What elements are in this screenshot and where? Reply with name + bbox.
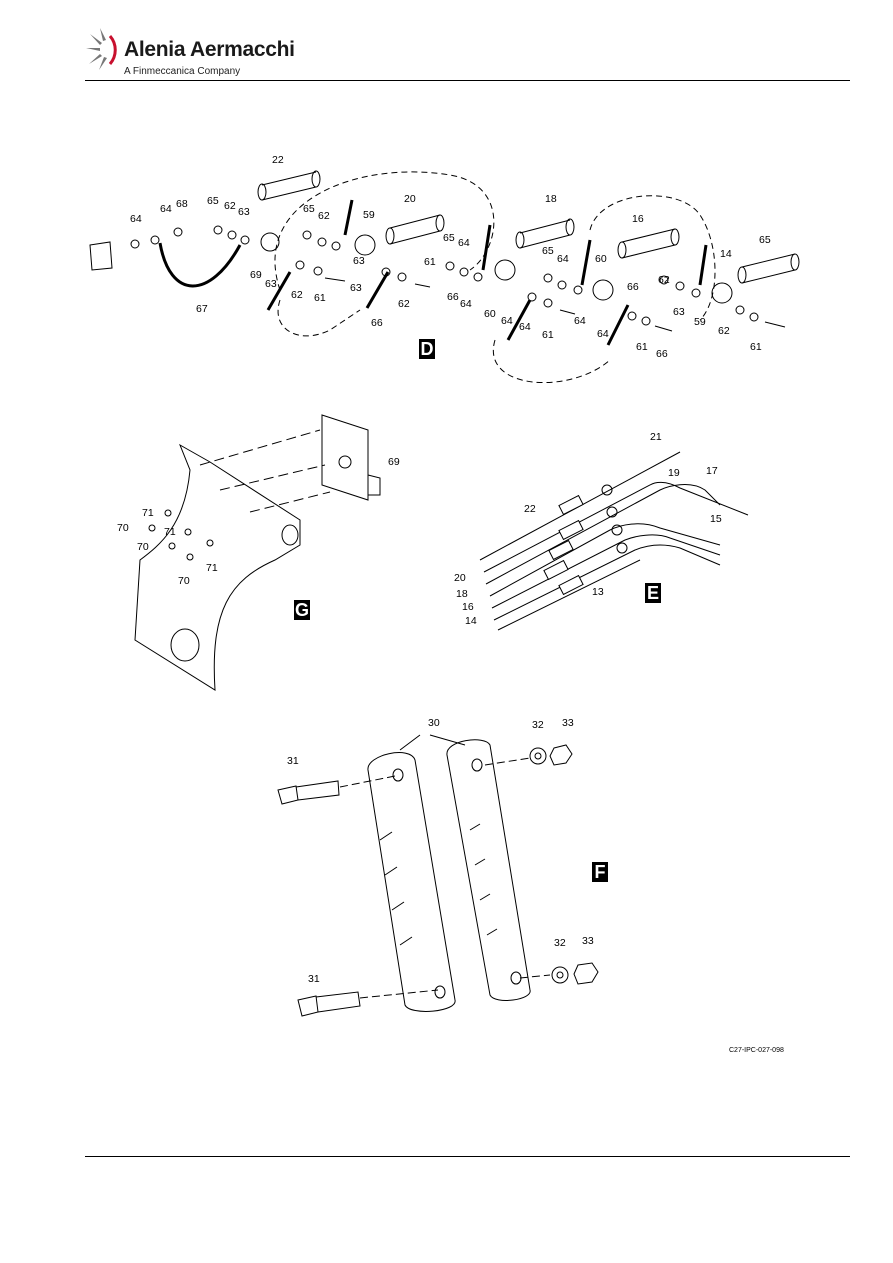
view-g-drawing bbox=[134, 414, 381, 691]
item-number-label: 31 bbox=[287, 755, 299, 767]
item-number-label: 70 bbox=[137, 541, 149, 553]
item-number-label: 60 bbox=[595, 253, 607, 265]
item-number-label: 62 bbox=[718, 325, 730, 337]
item-number-label: 61 bbox=[750, 341, 762, 353]
item-number-label: 30 bbox=[428, 717, 440, 729]
item-number-label: 21 bbox=[650, 431, 662, 443]
item-number-label: 19 bbox=[668, 467, 680, 479]
item-number-label: 62 bbox=[291, 289, 303, 301]
item-number-label: 67 bbox=[196, 303, 208, 315]
item-number-label: 22 bbox=[272, 154, 284, 166]
footer-rule bbox=[85, 1156, 850, 1157]
item-number-label: 65 bbox=[303, 203, 315, 215]
item-number-label: 68 bbox=[176, 198, 188, 210]
item-number-label: 60 bbox=[484, 308, 496, 320]
view-e-drawing bbox=[479, 451, 749, 631]
item-number-label: 66 bbox=[627, 281, 639, 293]
brand-tagline: A Finmeccanica Company bbox=[124, 66, 241, 77]
item-number-label: 18 bbox=[545, 193, 557, 205]
item-number-label: 61 bbox=[636, 341, 648, 353]
item-number-label: 63 bbox=[350, 282, 362, 294]
view-f-labels: 30 32 33 31 32 33 31 bbox=[287, 717, 594, 985]
item-number-label: 65 bbox=[207, 195, 219, 207]
item-number-label: 64 bbox=[160, 203, 172, 215]
page-header: Alenia Aermacchi A Finmeccanica Company bbox=[0, 0, 893, 82]
item-number-label: 59 bbox=[694, 316, 706, 328]
view-d-callout: D bbox=[419, 339, 435, 359]
item-number-label: 18 bbox=[456, 588, 468, 600]
item-number-label: 62 bbox=[398, 298, 410, 310]
item-number-label: 64 bbox=[574, 315, 586, 327]
item-number-label: 20 bbox=[454, 572, 466, 584]
view-f-callout: F bbox=[592, 862, 608, 882]
item-number-label: 14 bbox=[720, 248, 732, 260]
item-number-label: 64 bbox=[557, 253, 569, 265]
item-number-label: 59 bbox=[363, 209, 375, 221]
item-number-label: 33 bbox=[562, 717, 574, 729]
item-number-label: 66 bbox=[371, 317, 383, 329]
item-number-label: 70 bbox=[117, 522, 129, 534]
item-number-label: 62 bbox=[224, 200, 236, 212]
figure-reference: C27-IPC-027-098 bbox=[729, 1047, 784, 1054]
brand-name: Alenia Aermacchi bbox=[124, 38, 295, 61]
view-f-drawing bbox=[277, 734, 599, 1017]
item-number-label: 17 bbox=[706, 465, 718, 477]
item-number-label: 20 bbox=[404, 193, 416, 205]
item-number-label: 65 bbox=[542, 245, 554, 257]
item-number-label: 65 bbox=[759, 234, 771, 246]
item-number-label: 62 bbox=[318, 210, 330, 222]
item-number-label: 64 bbox=[460, 298, 472, 310]
item-number-label: 32 bbox=[532, 719, 544, 731]
item-number-label: 71 bbox=[206, 562, 218, 574]
item-number-label: 70 bbox=[178, 575, 190, 587]
item-number-label: 65 bbox=[443, 232, 455, 244]
item-number-label: 69 bbox=[388, 456, 400, 468]
header-rule bbox=[85, 80, 850, 81]
item-number-label: 64 bbox=[458, 237, 470, 249]
item-number-label: 16 bbox=[632, 213, 644, 225]
item-number-label: 66 bbox=[656, 348, 668, 360]
item-number-label: 32 bbox=[554, 937, 566, 949]
item-number-label: 71 bbox=[142, 507, 154, 519]
alenia-swoosh-logo-icon bbox=[86, 28, 117, 70]
item-number-label: 66 bbox=[447, 291, 459, 303]
view-d-drawing bbox=[89, 170, 800, 384]
item-number-label: 63 bbox=[673, 306, 685, 318]
item-number-label: 61 bbox=[314, 292, 326, 304]
item-number-label: 64 bbox=[519, 321, 531, 333]
item-number-label: 63 bbox=[353, 255, 365, 267]
item-number-label: 13 bbox=[592, 586, 604, 598]
item-number-label: 63 bbox=[265, 278, 277, 290]
item-number-label: 61 bbox=[424, 256, 436, 268]
view-g-labels: 69 71 70 71 70 71 70 bbox=[117, 456, 400, 587]
item-number-label: 15 bbox=[710, 513, 722, 525]
item-number-label: 33 bbox=[582, 935, 594, 947]
item-number-label: 69 bbox=[250, 269, 262, 281]
item-number-label: 63 bbox=[238, 206, 250, 218]
item-number-label: 16 bbox=[462, 601, 474, 613]
item-number-label: 61 bbox=[542, 329, 554, 341]
item-number-label: 64 bbox=[130, 213, 142, 225]
item-number-label: 62 bbox=[658, 274, 670, 286]
view-g-callout: G bbox=[294, 600, 310, 620]
item-number-label: 64 bbox=[501, 315, 513, 327]
item-number-label: 64 bbox=[597, 328, 609, 340]
view-e-callout: E bbox=[645, 583, 661, 603]
item-number-label: 14 bbox=[465, 615, 477, 627]
item-number-label: 71 bbox=[164, 526, 176, 538]
item-number-label: 22 bbox=[524, 503, 536, 515]
item-number-label: 31 bbox=[308, 973, 320, 985]
